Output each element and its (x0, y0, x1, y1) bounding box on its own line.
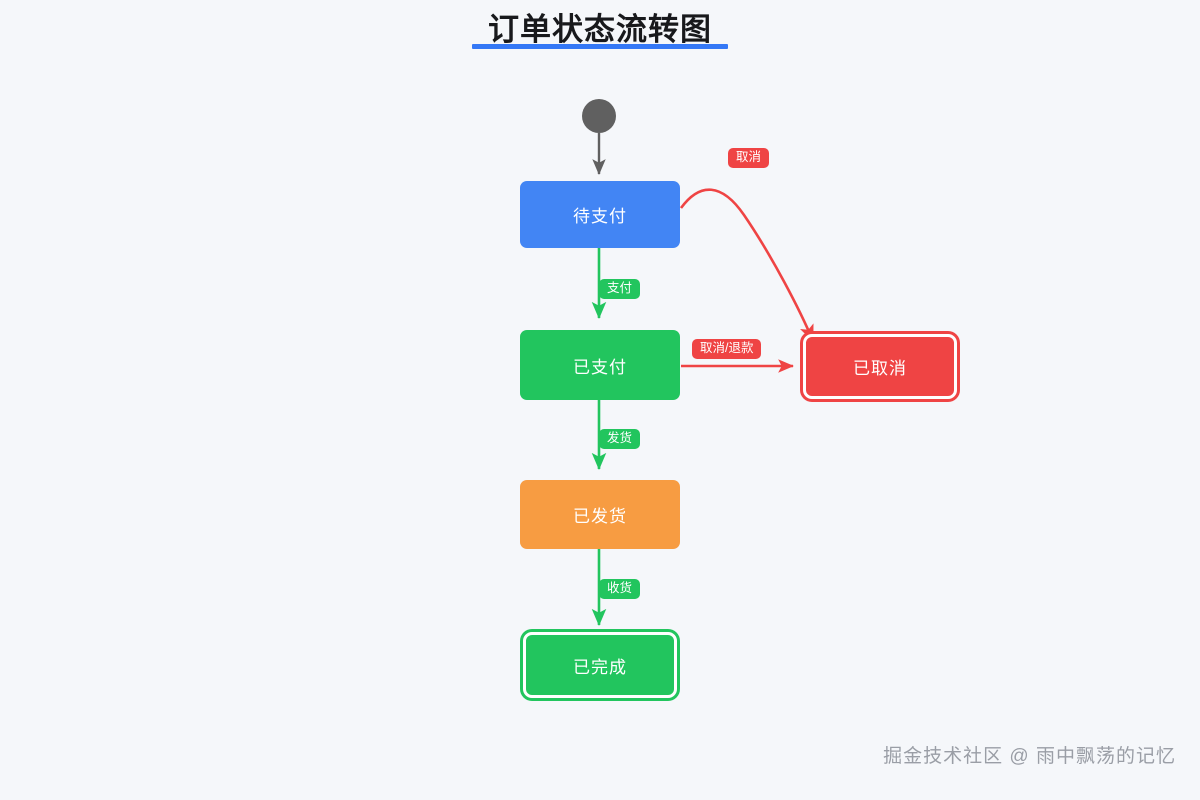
edge-label-receive-text: 收货 (607, 581, 633, 595)
start-node (582, 99, 616, 133)
edge-label-cancel: 取消 (728, 148, 770, 168)
edge-label-pay: 支付 (599, 279, 641, 299)
node-shipped-label: 已发货 (573, 507, 627, 526)
watermark: 掘金技术社区 @ 雨中飘荡的记忆 (883, 746, 1176, 767)
edge-label-cancel-refund-text: 取消/退款 (700, 341, 754, 355)
node-pending[interactable]: 待支付 (520, 181, 680, 248)
edge-pending-to-cancelled (679, 188, 815, 342)
node-paid[interactable]: 已支付 (520, 330, 680, 400)
node-cancelled-label: 已取消 (853, 359, 907, 378)
edge-label-pay-text: 支付 (607, 281, 633, 295)
node-shipped[interactable]: 已发货 (520, 480, 680, 549)
node-paid-label: 已支付 (573, 357, 627, 377)
title-block: 订单状态流转图 (0, 10, 1200, 50)
edge-label-ship: 发货 (599, 429, 641, 449)
node-pending-label: 待支付 (573, 207, 627, 226)
title-underline (472, 44, 728, 49)
page-title: 订单状态流转图 (488, 12, 712, 47)
edge-label-cancel-refund: 取消/退款 (692, 339, 762, 359)
node-cancelled[interactable]: 已取消 (803, 334, 957, 399)
edge-label-cancel-text: 取消 (736, 150, 762, 164)
edge-label-receive: 收货 (599, 579, 641, 599)
node-completed[interactable]: 已完成 (523, 632, 677, 698)
node-completed-label: 已完成 (573, 657, 627, 677)
edge-label-ship-text: 发货 (607, 431, 633, 445)
